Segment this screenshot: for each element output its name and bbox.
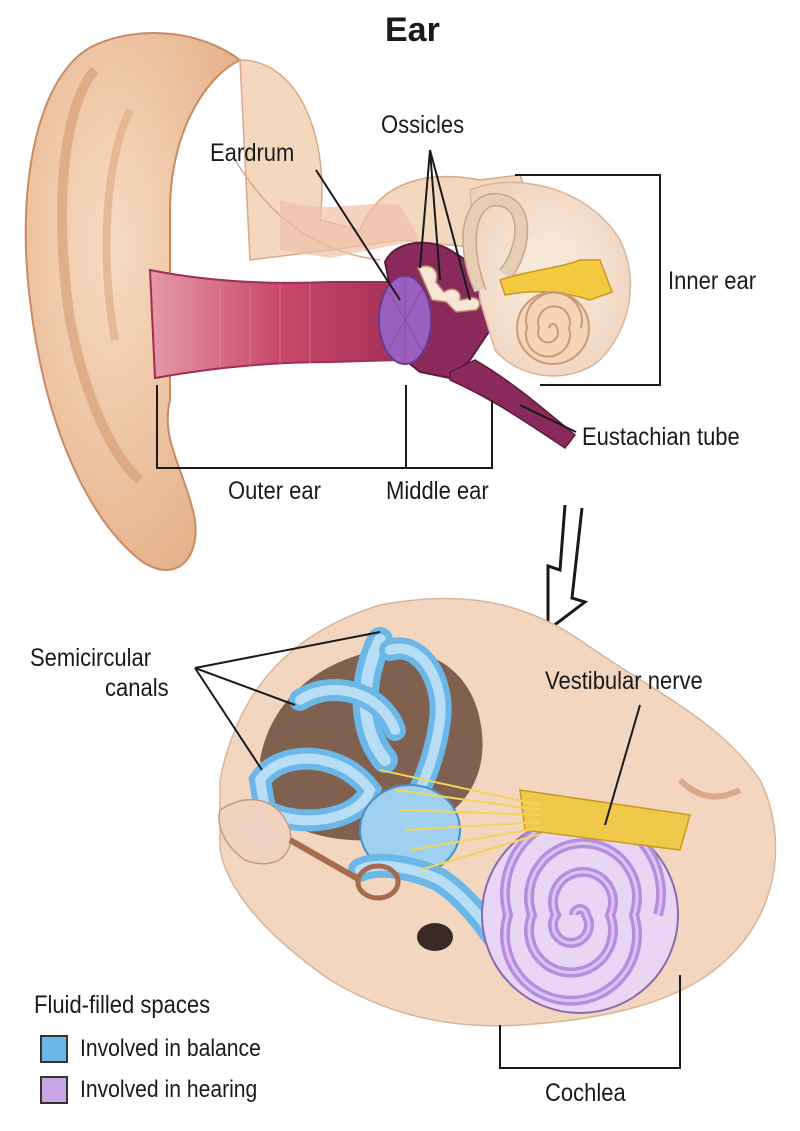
label-ossicles: Ossicles xyxy=(381,112,464,140)
cochlea-top xyxy=(517,292,589,364)
label-vestibular-nerve: Vestibular nerve xyxy=(545,668,703,696)
legend-item-balance: Involved in balance xyxy=(40,1035,285,1063)
legend-label-hearing: Involved in hearing xyxy=(80,1076,257,1104)
label-semicircular-canals-line1: Semicircular xyxy=(30,645,151,673)
label-semicircular-canals-line2: canals xyxy=(105,675,169,703)
label-middle-ear: Middle ear xyxy=(386,478,489,506)
down-arrow-icon xyxy=(548,505,585,630)
label-outer-ear: Outer ear xyxy=(228,478,321,506)
label-cochlea: Cochlea xyxy=(545,1080,626,1108)
inner-ear-detail xyxy=(219,598,776,1025)
legend-label-balance: Involved in balance xyxy=(80,1035,261,1063)
legend-heading: Fluid-filled spaces xyxy=(34,992,210,1020)
label-eardrum: Eardrum xyxy=(210,140,294,168)
label-eustachian-tube: Eustachian tube xyxy=(582,424,740,452)
legend-swatch-hearing xyxy=(40,1076,68,1104)
page-title: Ear xyxy=(385,12,440,49)
label-inner-ear: Inner ear xyxy=(668,268,756,296)
legend-swatch-balance xyxy=(40,1035,68,1063)
ear-canal xyxy=(150,270,400,378)
legend-item-hearing: Involved in hearing xyxy=(40,1076,281,1104)
